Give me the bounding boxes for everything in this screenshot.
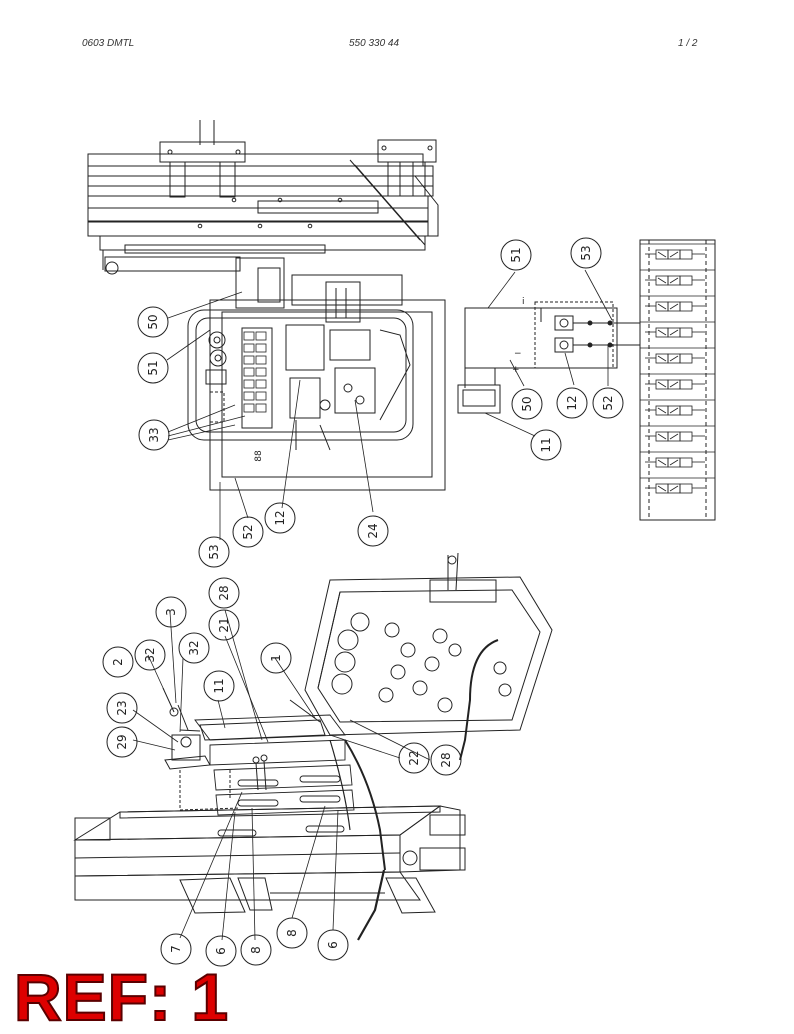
balloon-51-top: 51 xyxy=(146,360,160,375)
balloon-11-schematic: 11 xyxy=(539,437,553,452)
balloon-6-a: 6 xyxy=(214,947,228,955)
valve-section-line xyxy=(669,277,679,284)
balloon-11-lower: 11 xyxy=(212,678,226,693)
valve-section-line xyxy=(679,431,693,442)
hydraulic-schematic xyxy=(457,301,640,414)
balloon-8-a: 8 xyxy=(249,946,263,954)
valve-section-line xyxy=(657,277,667,284)
lower-boom-frame xyxy=(73,687,466,941)
balloon-51-schematic: 51 xyxy=(509,247,523,262)
ref-label: REF: 1 xyxy=(13,960,230,1034)
valve-section-line xyxy=(679,457,693,468)
valve-section-line xyxy=(669,329,679,336)
valve-section-line xyxy=(669,303,679,310)
balloon-23: 23 xyxy=(115,700,129,715)
valve-section-line xyxy=(657,433,667,440)
balloon-32-b: 32 xyxy=(187,640,201,655)
valve-section-line xyxy=(657,485,667,492)
valve-section-line xyxy=(657,329,667,336)
balloon-29: 29 xyxy=(115,734,129,749)
valve-stack xyxy=(639,239,716,521)
balloon-28-lower: 28 xyxy=(439,752,453,767)
balloon-53-top: 53 xyxy=(207,544,221,559)
control-box-bottom xyxy=(304,552,553,761)
valve-section-line xyxy=(679,275,693,286)
valve-section-line xyxy=(657,303,667,310)
schematic-minus: − xyxy=(514,349,522,359)
valve-section-line xyxy=(679,483,693,494)
balloon-32-a: 32 xyxy=(143,647,157,662)
valve-section-line xyxy=(669,251,679,258)
balloon-24: 24 xyxy=(366,523,380,538)
valve-section-line xyxy=(679,379,693,390)
balloon-labels: 50 51 33 12 24 52 53 88 51 53 50 12 52 1… xyxy=(111,245,615,954)
valve-section-line xyxy=(657,407,667,414)
valve-section-line xyxy=(679,327,693,338)
balloon-6-b: 6 xyxy=(326,941,340,949)
balloon-50-top: 50 xyxy=(146,314,160,329)
valve-section-line xyxy=(657,459,667,466)
valve-section-line xyxy=(669,433,679,440)
balloon-21: 21 xyxy=(217,617,231,632)
balloon-53-schematic: 53 xyxy=(579,245,593,260)
header-page: 1 / 2 xyxy=(678,38,698,49)
valve-section-line xyxy=(669,459,679,466)
balloon-8-b: 8 xyxy=(285,929,299,937)
valve-section-line xyxy=(679,405,693,416)
valve-section-line xyxy=(669,355,679,362)
valve-section-line xyxy=(657,381,667,388)
balloon-12-schematic: 12 xyxy=(565,395,579,410)
schematic-symbols: + − i xyxy=(512,297,525,375)
balloon-50-schematic: 50 xyxy=(520,396,534,411)
balloon-22: 22 xyxy=(407,750,421,765)
balloon-2: 2 xyxy=(111,658,125,666)
balloon-28-upper: 28 xyxy=(217,585,231,600)
balloon-52-top: 52 xyxy=(241,524,255,539)
schematic-plus: + xyxy=(512,365,520,375)
valve-section-line xyxy=(679,353,693,364)
balloon-7: 7 xyxy=(169,945,183,953)
control-box-top xyxy=(187,299,446,491)
valve-section-line xyxy=(657,355,667,362)
balloon-1: 1 xyxy=(269,654,283,662)
valve-section-line xyxy=(669,381,679,388)
balloon-33: 33 xyxy=(147,427,161,442)
top-boom-frame xyxy=(87,120,439,323)
valve-section-line xyxy=(669,485,679,492)
balloon-12-top: 12 xyxy=(273,510,287,525)
valve-section-line xyxy=(657,251,667,258)
leader-lines xyxy=(132,269,613,941)
label-88: 88 xyxy=(254,450,264,462)
balloon-52-schematic: 52 xyxy=(601,395,615,410)
balloons xyxy=(102,237,624,967)
valve-section-line xyxy=(679,249,693,260)
schematic-i: i xyxy=(522,297,525,307)
valve-section-line xyxy=(669,407,679,414)
header-left: 0603 DMTL xyxy=(82,38,135,49)
balloon-3: 3 xyxy=(164,608,178,616)
valve-section-line xyxy=(679,301,693,312)
header-part-number: 550 330 44 xyxy=(349,38,400,49)
